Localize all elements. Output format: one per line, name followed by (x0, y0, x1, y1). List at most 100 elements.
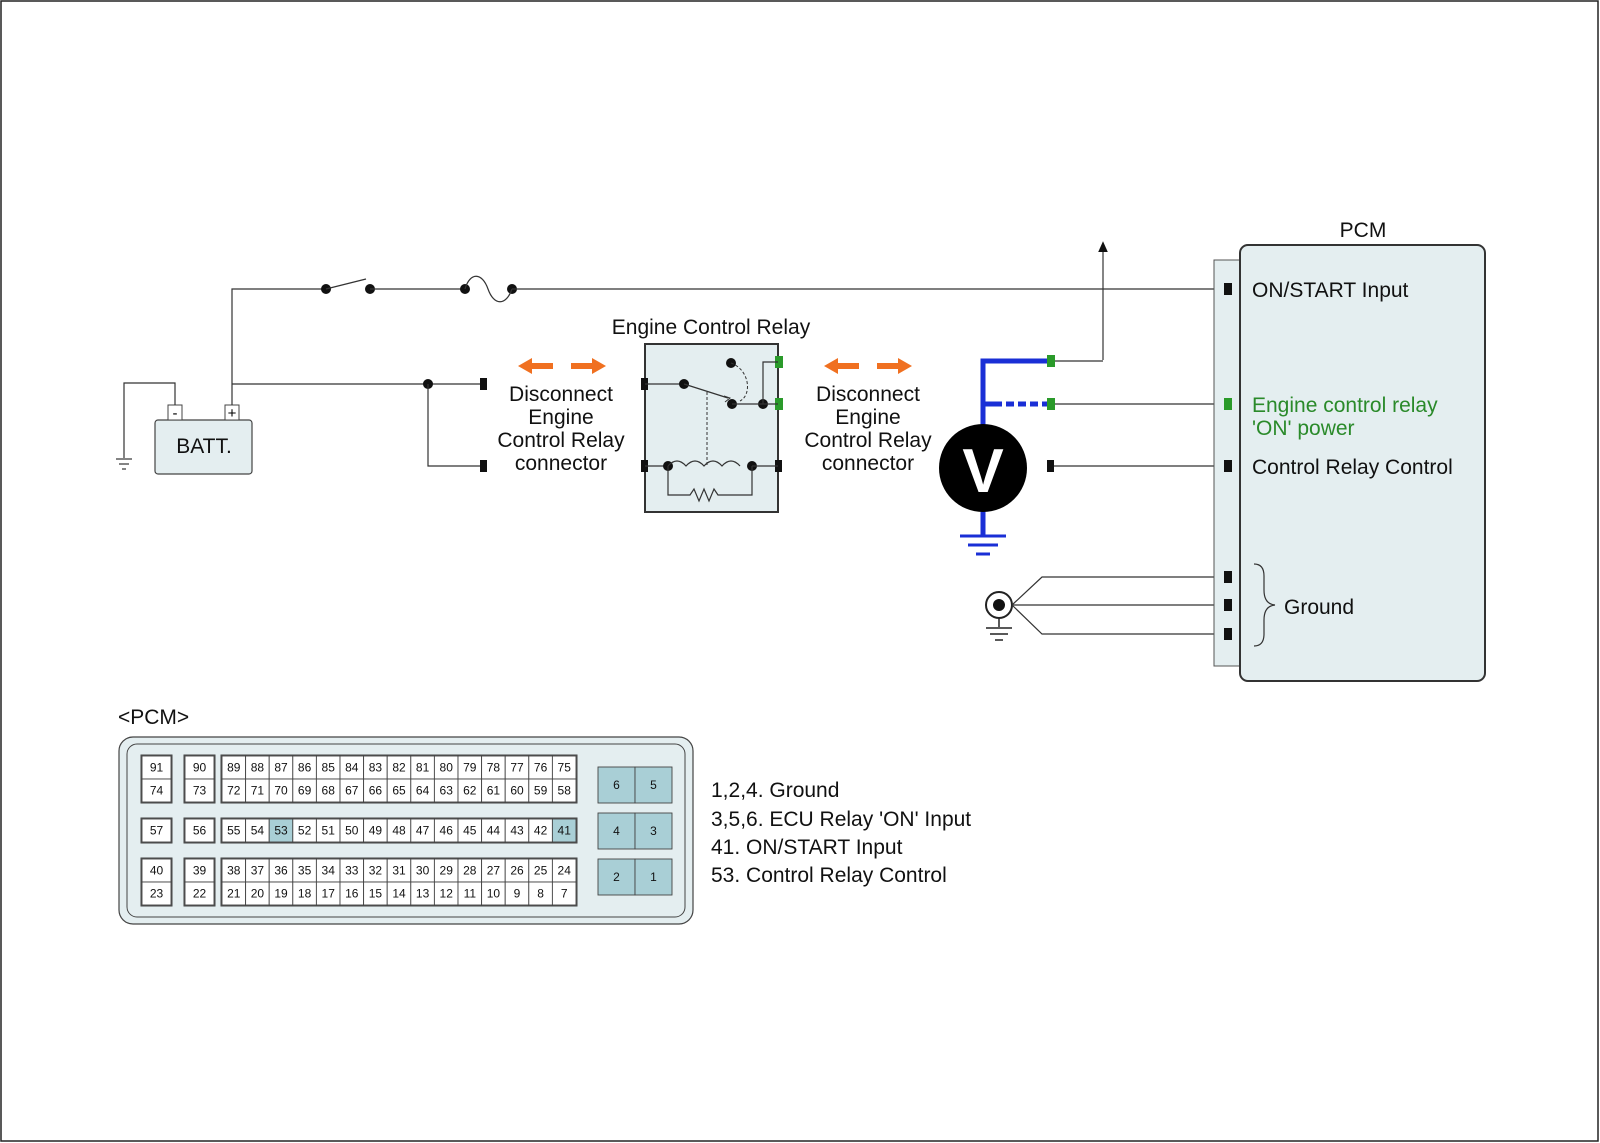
pcm-ground-icon (985, 591, 1013, 641)
pin-label: 41 (558, 824, 572, 838)
pin-label: 50 (345, 824, 359, 838)
pin-label: 56 (193, 824, 207, 838)
pin-label: 23 (150, 887, 164, 901)
pin-label: 38 (227, 864, 241, 878)
pin-54: 54 (245, 818, 270, 843)
pin-71: 71 (245, 778, 270, 803)
pin-label: 91 (150, 761, 164, 775)
pin-label: 10 (487, 887, 501, 901)
pin-label: 72 (227, 784, 241, 798)
battery-plus-sign: + (228, 405, 237, 422)
disconnect-right-line4: connector (822, 452, 914, 475)
pin-17: 17 (315, 881, 341, 906)
disconnect-left-line4: connector (515, 452, 607, 475)
pin-label: 20 (251, 887, 265, 901)
terminal-green-lower (1047, 398, 1055, 410)
pin-12: 12 (433, 881, 459, 906)
pin-61: 61 (481, 778, 506, 803)
pin-label: 65 (392, 784, 406, 798)
fuse-icon (460, 275, 517, 303)
pin-label: 67 (345, 784, 359, 798)
pin-76: 76 (528, 755, 553, 780)
pin-48: 48 (386, 818, 412, 843)
pin-26: 26 (504, 858, 530, 883)
pin-79: 79 (457, 755, 483, 780)
pin-label: 31 (392, 864, 406, 878)
pin-40: 40 (141, 858, 172, 883)
legend-item: 3,5,6. ECU Relay 'ON' Input (711, 808, 971, 831)
pin-label: 78 (487, 761, 501, 775)
pin-15: 15 (363, 881, 388, 906)
pcm-on-start-input: ON/START Input (1252, 279, 1409, 302)
relay-title: Engine Control Relay (612, 316, 811, 339)
pin-77: 77 (504, 755, 530, 780)
pin-73: 73 (184, 778, 215, 803)
pin-group-outline (140, 817, 173, 844)
pin-label: 66 (369, 784, 383, 798)
pin-label: 15 (369, 887, 383, 901)
pin-27: 27 (481, 858, 506, 883)
pin-50: 50 (339, 818, 365, 843)
pin-56: 56 (184, 818, 215, 843)
pin-83: 83 (363, 755, 388, 780)
pin-label: 6 (613, 778, 620, 792)
pin-39: 39 (184, 858, 215, 883)
pin-group-outline (220, 817, 578, 844)
pin-label: 17 (322, 887, 336, 901)
pin-49: 49 (363, 818, 388, 843)
pin-label: 7 (561, 887, 568, 901)
ground-wires (1011, 576, 1228, 635)
pin-label: 36 (274, 864, 288, 878)
pin-6: 6 (597, 766, 636, 804)
engine-control-relay (641, 343, 783, 513)
disconnect-arrows-left (518, 358, 606, 374)
pin-24: 24 (551, 858, 577, 883)
pin-label: 75 (558, 761, 572, 775)
pin-label: 69 (298, 784, 312, 798)
pin-label: 32 (369, 864, 383, 878)
disconnect-right-line3: Control Relay (804, 429, 932, 452)
pin-label: 1 (650, 870, 657, 884)
pin-label: 76 (534, 761, 548, 775)
pin-82: 82 (386, 755, 412, 780)
pin-65: 65 (386, 778, 412, 803)
pin-label: 87 (274, 761, 288, 775)
pin-10: 10 (481, 881, 506, 906)
pin-label: 4 (613, 824, 620, 838)
pin-label: 55 (227, 824, 241, 838)
pin-62: 62 (457, 778, 483, 803)
pin-41: 41 (551, 818, 577, 843)
pin-label: 43 (510, 824, 524, 838)
pin-label: 63 (440, 784, 454, 798)
pin-label: 16 (345, 887, 359, 901)
pin-label: 70 (274, 784, 288, 798)
battery-positive-wire (231, 288, 325, 405)
pin-label: 37 (251, 864, 265, 878)
pin-9: 9 (504, 881, 530, 906)
pin-44: 44 (481, 818, 506, 843)
pin-5: 5 (634, 766, 673, 804)
pin-16: 16 (339, 881, 365, 906)
pin-86: 86 (292, 755, 317, 780)
pin-42: 42 (528, 818, 553, 843)
pin-45: 45 (457, 818, 483, 843)
pin-52: 52 (292, 818, 317, 843)
pin-label: 54 (251, 824, 265, 838)
pcm-ground-label: Ground (1284, 596, 1354, 619)
pin-label: 88 (251, 761, 265, 775)
battery-label: BATT. (176, 435, 232, 458)
pin-label: 40 (150, 864, 164, 878)
pin-label: 14 (392, 887, 406, 901)
pin-group-outline (183, 754, 216, 804)
pin-13: 13 (410, 881, 435, 906)
pin-89: 89 (221, 755, 247, 780)
pin-3: 3 (634, 812, 673, 850)
pin-label: 46 (440, 824, 454, 838)
pin-32: 32 (363, 858, 388, 883)
pin-group-outline (220, 857, 578, 907)
terminal-left-bottom (480, 460, 487, 472)
pin-label: 22 (193, 887, 207, 901)
legend-item: 41. ON/START Input (711, 836, 903, 859)
pin-74: 74 (141, 778, 172, 803)
battery: BATT. - + (154, 404, 253, 475)
